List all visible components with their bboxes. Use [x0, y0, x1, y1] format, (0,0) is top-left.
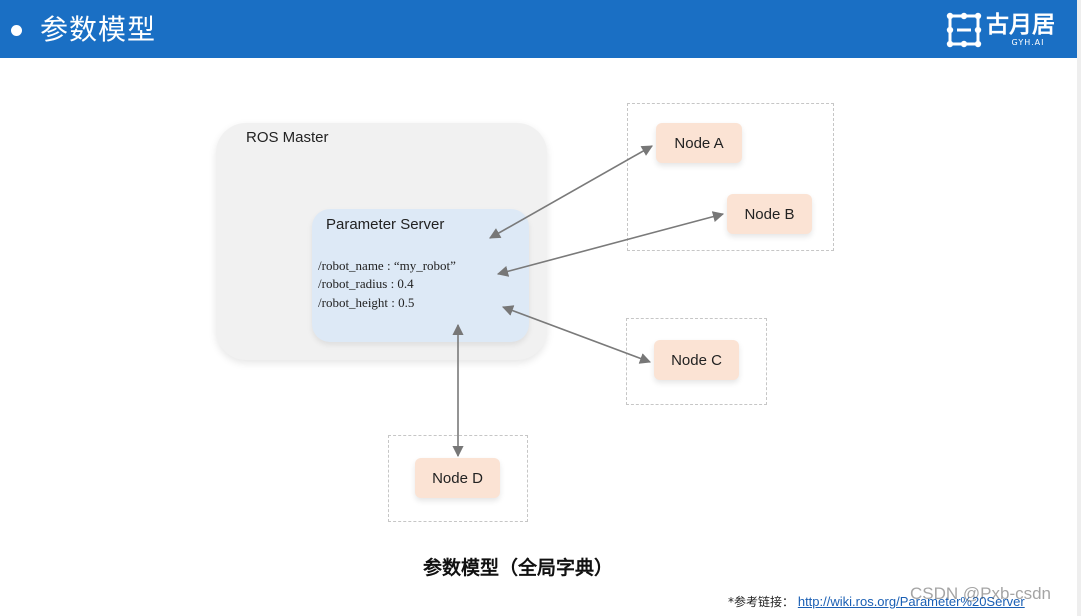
param-robot-height: /robot_height : 0.5 [318, 295, 415, 310]
window-edge [1077, 0, 1081, 616]
parameter-server-title: Parameter Server [326, 216, 445, 233]
bullet-icon [11, 25, 22, 36]
arrow-server-node-a [489, 145, 653, 239]
node-c: Node C [654, 340, 739, 380]
param-robot-name: /robot_name : “my_robot” [318, 258, 456, 273]
slide-title: 参数模型 [40, 13, 157, 46]
title-bar: 参数模型 古月居 GYH.AI [0, 0, 1077, 58]
node-a: Node A [656, 123, 742, 163]
diagram-caption: 参数模型（全局字典） [422, 557, 613, 579]
watermark: CSDN @Pxb-csdn [910, 584, 1052, 603]
node-b: Node B [727, 194, 812, 234]
logo-subtext: GYH.AI [1011, 38, 1045, 47]
node-d: Node D [415, 458, 500, 498]
logo-mark-icon [946, 12, 982, 48]
logo-text: 古月居 [986, 12, 1055, 38]
reference-label: *参考链接： [728, 595, 795, 609]
arrow-server-node-b [496, 211, 725, 277]
ros-master-label: ROS Master [246, 129, 329, 146]
reference-link[interactable]: http://wiki.ros.org/Parameter%20Server [797, 594, 1025, 609]
brand-logo: 古月居 GYH.AI [946, 12, 1071, 50]
param-robot-radius: /robot_radius : 0.4 [318, 276, 414, 291]
arrow-server-node-c [501, 305, 652, 364]
reference-line: *参考链接： http://wiki.ros.org/Parameter%20S… [728, 593, 1025, 610]
